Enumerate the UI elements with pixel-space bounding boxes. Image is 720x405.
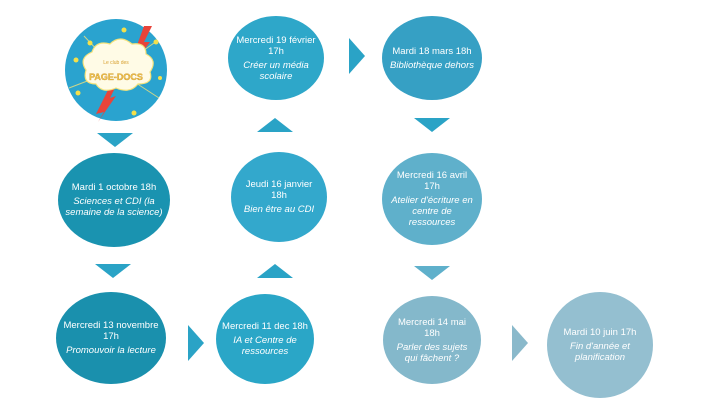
arrow-up-icon xyxy=(257,264,293,278)
arrow-down-icon xyxy=(414,118,450,132)
arrow-right-icon xyxy=(188,325,204,361)
arrow-down-icon xyxy=(95,264,131,278)
event-node-december: Mercredi 11 dec 18h IA et Centre de ress… xyxy=(216,294,314,384)
event-node-march: Mardi 18 mars 18h Bibliothèque dehors xyxy=(382,16,482,100)
arrow-down-icon xyxy=(97,133,133,147)
event-node-february: Mercredi 19 février 17h Créer un média s… xyxy=(228,16,324,100)
event-node-june: Mardi 10 juin 17h Fin d'année et planifi… xyxy=(547,292,653,398)
event-topic: IA et Centre de ressources xyxy=(233,335,297,357)
event-date: Mardi 10 juin 17h xyxy=(563,327,637,338)
event-topic: Parler des sujets qui fâchent ? xyxy=(396,341,468,364)
event-node-october: Mardi 1 octobre 18h Sciences et CDI (la … xyxy=(58,153,170,247)
event-date: Mercredi 16 avril 17h xyxy=(396,170,468,192)
arrow-right-icon xyxy=(349,38,365,74)
event-date: Mercredi 14 mai 18h xyxy=(397,316,467,339)
arrow-up-icon xyxy=(257,118,293,132)
club-logo: Le club des PAGE-DOCS xyxy=(65,19,167,122)
event-date: Mercredi 13 novembre 17h xyxy=(63,320,159,342)
event-date: Mardi 1 octobre 18h xyxy=(71,182,157,193)
arrow-down-icon xyxy=(414,266,450,280)
event-node-may: Mercredi 14 mai 18h Parler des sujets qu… xyxy=(383,296,481,384)
event-node-january: Jeudi 16 janvier 18h Bien être au CDI xyxy=(231,152,327,242)
event-date: Mercredi 11 dec 18h xyxy=(222,321,308,332)
event-date: Mercredi 19 février 17h xyxy=(236,34,316,57)
event-date: Jeudi 16 janvier 18h xyxy=(245,179,313,201)
event-topic: Fin d'année et planification xyxy=(570,341,630,363)
event-topic: Bibliothèque dehors xyxy=(390,59,474,71)
event-date: Mardi 18 mars 18h xyxy=(392,45,472,57)
arrow-right-icon xyxy=(512,325,528,361)
logo-text-top: Le club des xyxy=(103,60,129,66)
event-topic: Promouvoir la lecture xyxy=(66,345,156,356)
event-topic: Sciences et CDI (la semaine de la scienc… xyxy=(65,196,163,218)
event-node-april: Mercredi 16 avril 17h Atelier d'écriture… xyxy=(382,153,482,245)
event-topic: Créer un média scolaire xyxy=(243,59,309,82)
event-topic: Atelier d'écriture en centre de ressourc… xyxy=(391,195,473,228)
event-node-november: Mercredi 13 novembre 17h Promouvoir la l… xyxy=(56,292,166,384)
event-topic: Bien être au CDI xyxy=(243,204,315,215)
logo-text-main: PAGE-DOCS xyxy=(89,72,143,82)
